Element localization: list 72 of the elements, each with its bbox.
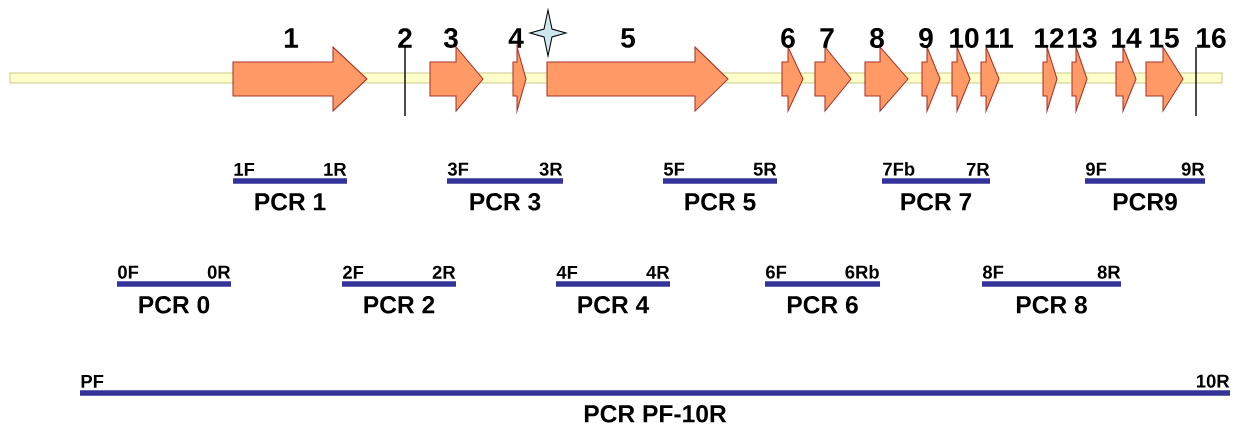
amplicon-label: PCR 6 (784, 294, 861, 316)
amplicon-line (882, 178, 990, 184)
amplicon-label: PCR PF-10R (581, 403, 729, 425)
primer-label: 6F (766, 265, 787, 279)
node-label: 15 (1150, 28, 1179, 48)
gene-block: 11 (980, 28, 1014, 114)
primer-label: 9F (1086, 162, 1107, 176)
primer-label: 5R (753, 162, 777, 176)
primer-label: 0R (207, 265, 231, 279)
amplicon-label: PCR 2 (361, 294, 437, 316)
amplicon-label: PCR9 (1110, 191, 1180, 213)
gene-block: 5 (546, 28, 729, 113)
node-label: 4 (508, 28, 524, 48)
gene-block: 14 (1112, 28, 1142, 114)
amplicon-label: PCR 7 (898, 191, 974, 213)
gene-block: 13 (1068, 28, 1097, 115)
amplicon-label: PCR 3 (467, 191, 543, 213)
node-label: 13 (1068, 28, 1097, 48)
gene-block: 10 (950, 28, 979, 114)
primer-label: 4F (556, 266, 578, 279)
primer-label: 8R (1097, 265, 1121, 279)
amplicon-line (80, 390, 1230, 396)
primer-label: 3F (447, 162, 469, 176)
node-label: 7 (820, 28, 834, 48)
primer-label: 6Rb (845, 265, 879, 279)
amplicon-line (556, 281, 670, 287)
node-label: 8 (870, 28, 884, 48)
amplicon-line (342, 281, 456, 287)
gene-block: 15 (1145, 28, 1184, 113)
primer-label: 7R (966, 163, 990, 176)
gene-block: 4 (508, 28, 527, 115)
primer-label: 9R (1181, 162, 1205, 176)
node-label: 11 (985, 28, 1014, 48)
node-label: 1 (284, 28, 299, 48)
node-label: 3 (443, 28, 458, 48)
node-label: 5 (621, 28, 636, 48)
primer-label: 1F (234, 163, 255, 176)
amplicon-label: PCR 4 (575, 294, 651, 316)
amplicon-line (765, 281, 880, 287)
amplicon-label: PCR 0 (136, 294, 212, 316)
node-label: 9 (919, 28, 933, 48)
primer-label: 1R (324, 163, 347, 176)
primer-label: 3R (539, 162, 563, 176)
gene-block: 12 (1035, 28, 1064, 115)
node-label: 10 (950, 28, 979, 48)
amplicon-line (447, 178, 563, 184)
gene-block: 3 (429, 28, 484, 113)
node-label: 14 (1112, 28, 1142, 48)
amplicon-line (117, 281, 231, 287)
amplicon-line (1085, 178, 1205, 184)
amplicon-line (982, 281, 1121, 287)
primer-label: 7Fb (883, 162, 915, 176)
node-label: 6 (781, 28, 795, 48)
primer-label: 0F (118, 265, 139, 279)
primer-label: 4R (646, 266, 670, 279)
amplicon-line (663, 178, 777, 184)
primer-label: 2R (432, 265, 456, 279)
amplicon-line (233, 178, 347, 184)
gene-block: 7 (814, 28, 852, 113)
primer-label: PF (81, 375, 104, 388)
primer-label: 8F (982, 265, 1004, 279)
amplicon-label: PCR 5 (682, 191, 758, 213)
gene-block: 6 (781, 28, 804, 114)
gene-block: 1 (232, 28, 368, 113)
primer-label: 2F (343, 265, 364, 279)
amplicon-label: PCR 1 (252, 191, 328, 213)
primer-label: 10R (1196, 374, 1230, 388)
amplicon-label: PCR 8 (1013, 294, 1090, 316)
gene-block: 9 (919, 28, 941, 114)
node-label: 12 (1035, 28, 1064, 48)
gene-block: 8 (864, 28, 909, 113)
primer-label: 5F (663, 162, 685, 176)
